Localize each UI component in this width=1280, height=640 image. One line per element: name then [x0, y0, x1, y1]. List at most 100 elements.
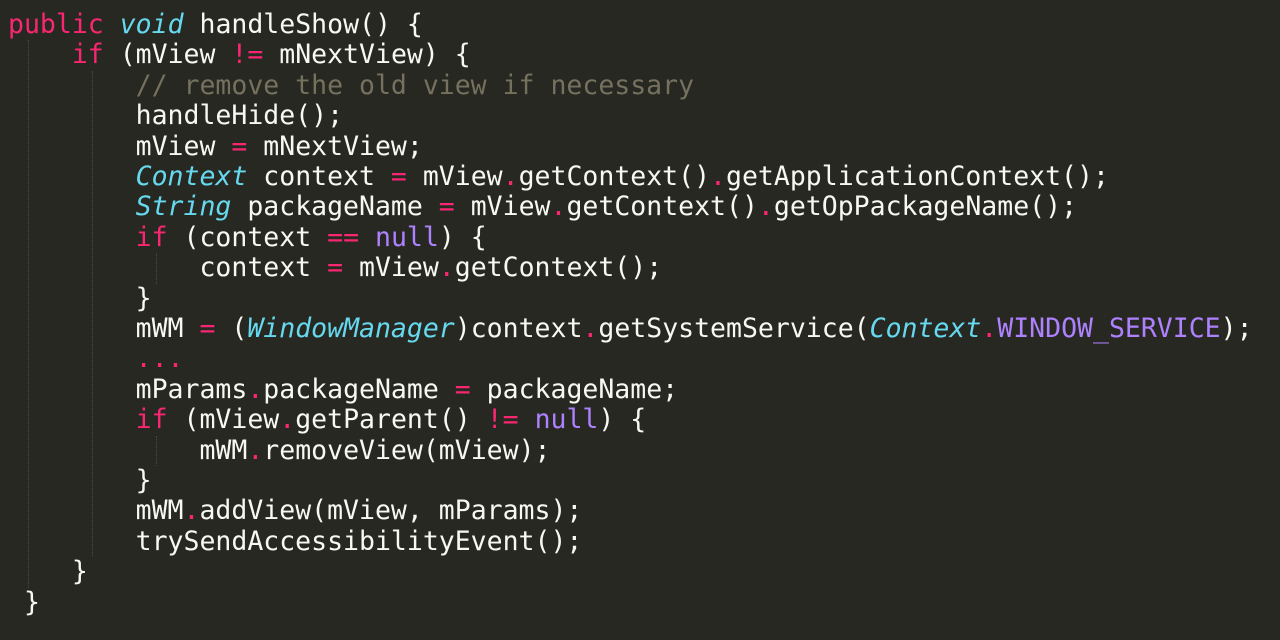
code-token: } [8, 586, 40, 618]
code-token: mNextView; [247, 130, 423, 162]
code-token: null [534, 404, 599, 436]
code-token: . [550, 191, 567, 223]
code-token: ... [135, 343, 184, 375]
code-line: if (context == null) { [8, 221, 487, 253]
code-token: null [375, 221, 439, 253]
code-token [8, 222, 136, 253]
code-token: . [279, 404, 296, 436]
code-token: packageName; [470, 373, 679, 405]
code-token: mView [406, 161, 503, 192]
code-token: context [247, 161, 391, 192]
code-line: } [8, 557, 88, 587]
code-token: . [247, 373, 264, 405]
indent-guide [92, 70, 93, 558]
code-token: getApplicationContext(); [726, 161, 1109, 192]
code-token: // remove the old view if necessary [135, 69, 695, 101]
code-token: (context [167, 221, 328, 253]
code-line: mParams.packageName = packageName; [8, 373, 679, 405]
code-token: getSystemService( [598, 313, 870, 344]
code-token: != [231, 39, 264, 71]
code-token: = [199, 313, 216, 344]
code-token: if [135, 221, 168, 253]
code-token: WindowManager [247, 313, 455, 344]
code-line: if (mView != mNextView) { [8, 40, 471, 70]
code-line: mView = mNextView; [8, 130, 423, 162]
code-token: mView [343, 252, 439, 284]
code-line: mWM.removeView(mView); [8, 434, 551, 466]
code-token: mParams [8, 373, 248, 405]
code-token: context [8, 252, 328, 284]
code-token: . [757, 191, 774, 223]
code-token: . [981, 313, 998, 344]
code-line: if (mView.getParent() != null) { [8, 404, 647, 436]
code-token [8, 161, 136, 192]
code-token: == [327, 221, 360, 253]
code-line: ... [8, 344, 184, 374]
code-line: } [8, 586, 40, 618]
code-token: getContext() [518, 161, 711, 192]
code-token: handleHide(); [8, 100, 344, 132]
code-token: ); [1220, 313, 1253, 344]
code-token: trySendAccessibilityEvent(); [8, 525, 583, 557]
code-token: if [71, 39, 104, 71]
code-token: } [8, 282, 152, 314]
code-token: } [8, 465, 152, 496]
code-token: = [231, 130, 248, 162]
code-token: mView [454, 191, 551, 223]
code-token: . [183, 495, 200, 527]
code-token: void [119, 9, 184, 40]
code-token: mWM [8, 434, 248, 466]
code-token: != [486, 404, 519, 436]
code-token: addView(mView, mParams); [199, 495, 583, 527]
code-token: )context [454, 313, 583, 344]
indent-guide [28, 40, 29, 588]
code-line: handleHide(); [8, 101, 343, 131]
code-token: mView [8, 130, 232, 162]
code-token: ) { [598, 404, 647, 436]
code-token: getContext() [566, 191, 758, 223]
code-token: packageName [263, 373, 455, 405]
code-token: mNextView) { [263, 39, 471, 71]
code-token: packageName [231, 191, 439, 223]
code-token [104, 9, 120, 40]
code-token: mWM [8, 495, 184, 527]
code-token: if [135, 404, 168, 436]
code-token: (mView [103, 39, 232, 71]
code-line: } [8, 466, 152, 496]
code-token: mWM [8, 313, 200, 344]
indent-guide [156, 435, 157, 466]
code-token: } [8, 556, 88, 588]
code-token: = [390, 161, 407, 192]
code-token: . [710, 161, 727, 192]
code-line: public void handleShow() { [8, 10, 423, 40]
code-token: WINDOW_SERVICE [997, 313, 1221, 344]
code-token: . [502, 161, 519, 192]
code-token [8, 39, 72, 70]
code-line: context = mView.getContext(); [8, 253, 662, 283]
code-token: ( [215, 313, 248, 344]
code-line: mWM.addView(mView, mParams); [8, 495, 583, 527]
code-token: . [247, 434, 264, 466]
code-token: . [438, 252, 455, 284]
code-token [359, 222, 375, 253]
code-token: getParent() [295, 404, 487, 436]
code-token: = [438, 191, 455, 223]
code-token: removeView(mView); [263, 434, 551, 466]
code-line: // remove the old view if necessary [8, 69, 695, 101]
code-line: } [8, 282, 152, 314]
code-token: = [454, 373, 471, 405]
code-token: public [8, 9, 104, 40]
code-token: handleShow() { [183, 9, 423, 40]
code-token [8, 343, 136, 374]
code-token: Context [135, 161, 248, 192]
code-token: (mView [167, 404, 280, 436]
code-token: String [135, 191, 232, 223]
code-token: Context [869, 313, 982, 344]
code-line: Context context = mView.getContext().get… [8, 162, 1109, 192]
code-token: = [327, 252, 344, 284]
code-line: trySendAccessibilityEvent(); [8, 525, 583, 557]
code-token: . [582, 313, 599, 344]
code-line: mWM = (WindowManager)context.getSystemSe… [8, 314, 1253, 344]
code-token [8, 404, 136, 435]
